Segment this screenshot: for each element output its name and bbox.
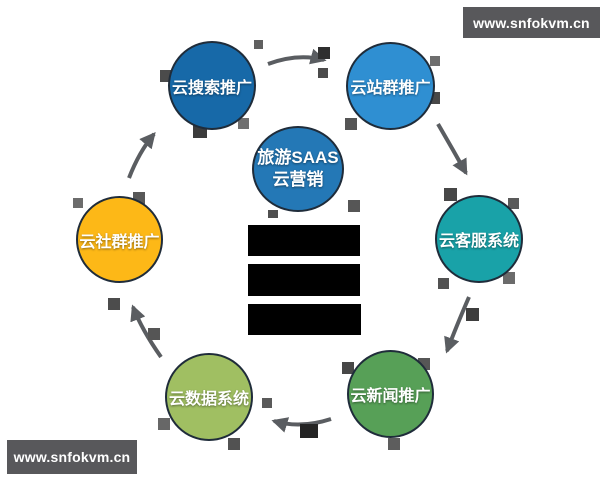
node-label: 云数据系统 (168, 391, 249, 408)
redacted-text-block (248, 304, 361, 335)
compression-artifact (228, 438, 240, 450)
compression-artifact (268, 210, 278, 218)
node-cloud-customer-service-system: 云客服系统 (435, 195, 523, 283)
watermark-top-right: www.snfokvm.cn (463, 7, 600, 38)
node-center-tourism-saas: 旅游SAAS 云营销 (252, 126, 344, 212)
redacted-text-block (248, 264, 360, 296)
arrow-data-to-social-icon (130, 304, 163, 359)
compression-artifact (262, 398, 272, 408)
compression-artifact (508, 198, 519, 209)
node-cloud-site-group-promotion: 云站群推广 (346, 42, 435, 130)
compression-artifact (345, 118, 357, 130)
compression-artifact (388, 438, 400, 450)
compression-artifact (238, 118, 249, 129)
node-cloud-news-promotion: 云新闻推广 (347, 350, 434, 438)
node-label: 云站群推广 (350, 80, 431, 97)
node-label: 云搜索推广 (171, 79, 252, 97)
compression-artifact (438, 278, 449, 289)
compression-artifact (444, 188, 457, 201)
center-label-line1: 旅游SAAS (257, 147, 339, 167)
compression-artifact (342, 362, 354, 374)
compression-artifact (318, 47, 330, 59)
arrow-service-to-news-icon (444, 296, 471, 354)
arrow-search-to-sites-icon (267, 48, 327, 66)
redacted-text-block (248, 225, 360, 256)
compression-artifact (300, 424, 318, 438)
compression-artifact (254, 40, 263, 49)
compression-artifact (348, 200, 360, 212)
node-cloud-data-system: 云数据系统 (165, 353, 253, 441)
arrow-social-to-search-icon (127, 131, 156, 179)
compression-artifact (158, 418, 170, 430)
node-label: 云社群推广 (79, 233, 160, 251)
compression-artifact (503, 272, 515, 284)
compression-artifact (73, 198, 83, 208)
node-label: 云新闻推广 (350, 388, 431, 405)
node-cloud-search-promotion: 云搜索推广 (168, 41, 256, 130)
watermark-bottom-left: www.snfokvm.cn (7, 440, 137, 474)
center-label-line2: 云营销 (272, 170, 324, 189)
compression-artifact (430, 56, 440, 66)
arrow-sites-to-service-icon (436, 122, 468, 176)
node-label: 云客服系统 (438, 233, 519, 250)
compression-artifact (148, 328, 160, 340)
compression-artifact (108, 298, 120, 310)
compression-artifact (466, 308, 479, 321)
node-cloud-community-promotion: 云社群推广 (76, 196, 163, 283)
compression-artifact (318, 68, 328, 78)
